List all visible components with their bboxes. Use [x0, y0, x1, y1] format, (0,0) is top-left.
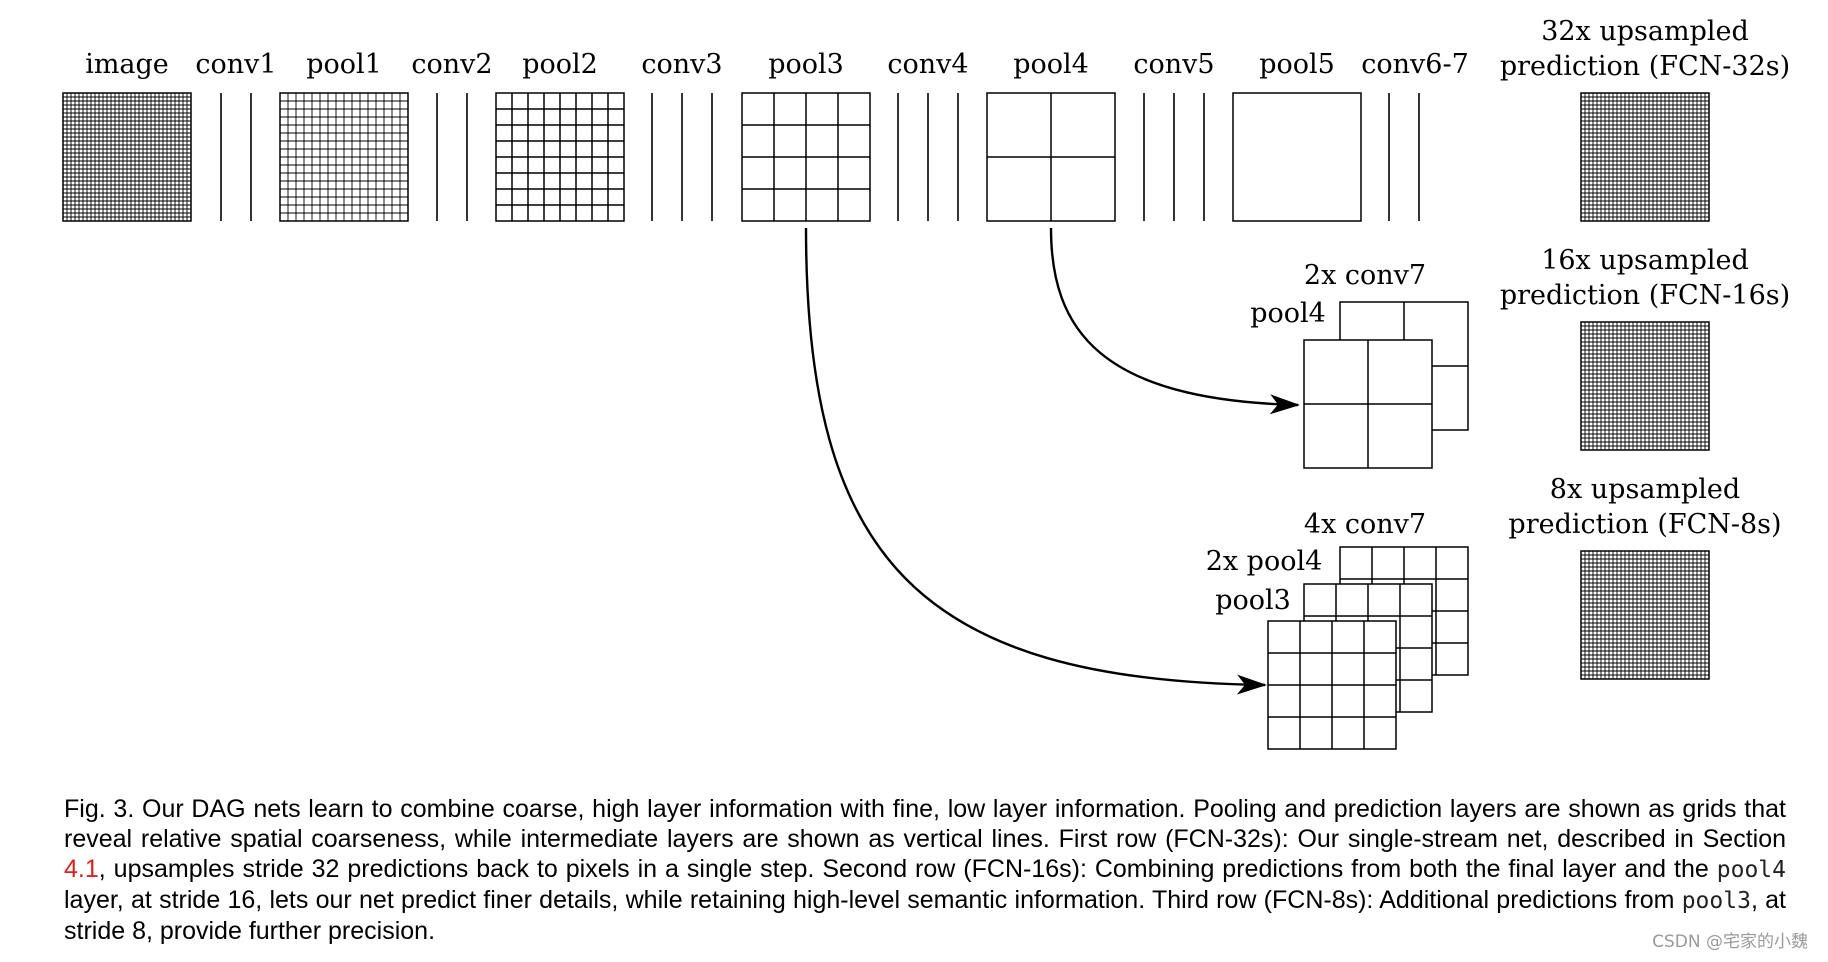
- label-fcn8-line1: 8x upsampled: [1550, 474, 1740, 505]
- grid-lines: [280, 93, 408, 221]
- caption-code-pool4: pool4: [1716, 857, 1786, 883]
- caption-text-2: , upsamples stride 32 predictions back t…: [98, 855, 1717, 883]
- grid-lines: [987, 93, 1115, 221]
- label-fcn8-line2: prediction (FCN-8s): [1508, 509, 1781, 540]
- pool4-grid: [986, 92, 1116, 222]
- conv3-lines: [651, 93, 713, 221]
- figure-caption: Fig. 3. Our DAG nets learn to combine co…: [64, 794, 1786, 946]
- grid-background: [1233, 93, 1361, 221]
- label-2x-pool4: 2x pool4: [1206, 546, 1323, 577]
- label-pool2: pool2: [522, 49, 598, 80]
- conv2-lines: [436, 93, 468, 221]
- grid-border: [1232, 92, 1362, 222]
- pool3-grid: [741, 92, 871, 222]
- stack16-pool4-grid: [1303, 339, 1433, 469]
- label-conv2: conv2: [411, 49, 492, 80]
- conv6-7-lines: [1388, 93, 1420, 221]
- grid-lines: [496, 93, 624, 221]
- label-fcn16-line1: 16x upsampled: [1541, 245, 1749, 276]
- fcn8-prediction-grid: [1580, 550, 1710, 680]
- grid-border: [62, 92, 192, 222]
- caption-text-1: Fig. 3. Our DAG nets learn to combine co…: [64, 795, 1786, 853]
- fcn16-prediction-grid: [1580, 321, 1710, 451]
- grid-lines: [1581, 93, 1709, 221]
- caption-text-3: layer, at stride 16, lets our net predic…: [64, 886, 1682, 914]
- caption-text-4: , at stride 8, provide further precision…: [64, 886, 1786, 945]
- caption-code-pool3: pool3: [1681, 888, 1751, 914]
- label-conv5: conv5: [1133, 49, 1214, 80]
- pool4-skip-arrow: [1049, 227, 1300, 415]
- watermark: CSDN @宅家的小魏: [1652, 932, 1808, 952]
- label-conv6-7: conv6-7: [1361, 49, 1469, 80]
- label-pool1: pool1: [306, 49, 382, 80]
- grid-border: [495, 92, 625, 222]
- grid-lines: [1581, 322, 1709, 450]
- grid-lines: [1581, 551, 1709, 679]
- grid-border: [741, 92, 871, 222]
- stack8-pool3-grid: [1267, 620, 1397, 750]
- grid-border: [1580, 321, 1710, 451]
- grid-border: [986, 92, 1116, 222]
- pool2-grid: [495, 92, 625, 222]
- label-fcn16-line2: prediction (FCN-16s): [1500, 280, 1790, 311]
- grid-lines: [1304, 340, 1432, 468]
- grid-border: [279, 92, 409, 222]
- label-pool4: pool4: [1013, 49, 1089, 80]
- label-conv4: conv4: [887, 49, 968, 80]
- grid-border: [1267, 620, 1397, 750]
- label-stack8-pool3: pool3: [1215, 585, 1291, 616]
- label-4x-conv7: 4x conv7: [1304, 509, 1426, 540]
- fcn32-prediction-grid: [1580, 92, 1710, 222]
- conv1-lines: [220, 93, 252, 221]
- pool3-skip-arrow: [804, 227, 1267, 695]
- image-grid: [62, 92, 192, 222]
- grid-lines: [742, 93, 870, 221]
- label-fcn32-line2: prediction (FCN-32s): [1500, 51, 1790, 82]
- label-image: image: [85, 49, 169, 80]
- label-conv1: conv1: [195, 49, 276, 80]
- label-stack16-pool4: pool4: [1250, 298, 1326, 329]
- pool5-grid: [1232, 92, 1362, 222]
- conv5-lines: [1143, 93, 1205, 221]
- grid-border: [1580, 550, 1710, 680]
- grid-lines: [63, 93, 191, 221]
- grid-lines: [1268, 621, 1396, 749]
- fcn-architecture-diagram: image conv1 pool1 conv2 pool2 conv3 pool…: [62, 16, 1790, 750]
- section-reference-link[interactable]: 4.1: [64, 855, 99, 883]
- label-fcn32-line1: 32x upsampled: [1541, 16, 1749, 47]
- label-2x-conv7: 2x conv7: [1304, 260, 1426, 291]
- label-conv3: conv3: [641, 49, 722, 80]
- label-pool3: pool3: [768, 49, 844, 80]
- label-pool5: pool5: [1259, 49, 1335, 80]
- grid-border: [1303, 339, 1433, 469]
- grid-border: [1580, 92, 1710, 222]
- pool1-grid: [279, 92, 409, 222]
- conv4-lines: [897, 93, 959, 221]
